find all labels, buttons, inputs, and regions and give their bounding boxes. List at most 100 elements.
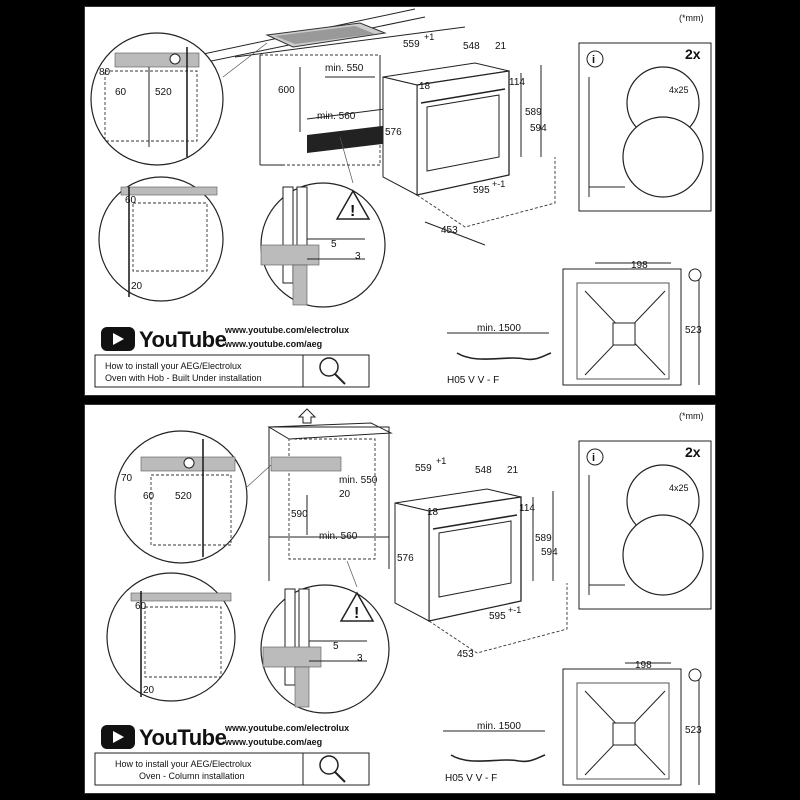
dim-height-594: 594	[541, 547, 558, 558]
dim-width-559-tol: +1	[424, 32, 434, 42]
dim-worktop-gap: 80	[99, 67, 111, 78]
dim-min-depth: min. 560	[317, 111, 356, 122]
dim-width-559-tol: +1	[436, 456, 446, 466]
dim-side-60: 60	[135, 601, 147, 612]
power-cable: min. 1500 H05 V V - F	[447, 323, 552, 386]
dim-top-18: 18	[427, 507, 439, 518]
up-arrow-icon	[297, 408, 317, 424]
cabinet-outline	[259, 54, 390, 166]
info-icon	[586, 50, 604, 68]
video-caption-line1: How to install your AEG/Electrolux	[115, 759, 252, 769]
dim-vent-523: 523	[685, 725, 702, 736]
youtube-url-electrolux[interactable]: www.youtube.com/electrolux	[224, 325, 349, 335]
dim-depth-548: 548	[475, 465, 492, 476]
dim-depth-520: 520	[155, 87, 172, 98]
oven-dims: 559 +1 548 21 18 114 576 589 594 595 +-1…	[397, 456, 568, 660]
detail-circle-warning: 5 3 !	[260, 182, 386, 308]
installation-diagram-built-under: (*mm) 600 min. 550 min. 560 80 60 520	[90, 8, 712, 388]
dim-cable-length: min. 1500	[477, 721, 521, 732]
youtube-wordmark: YouTube	[139, 725, 227, 750]
dim-cabinet-height: 600	[278, 85, 295, 96]
screw-size: 4x25	[669, 483, 689, 493]
dim-depth-453: 453	[457, 649, 474, 660]
detail-circle-side: 60 20	[106, 572, 236, 702]
cable-type: H05 V V - F	[445, 773, 497, 784]
dim-vent-198: 198	[635, 660, 652, 671]
dim-height-589: 589	[535, 533, 552, 544]
column-cabinet: 590 min. 550 20 min. 560	[267, 422, 393, 581]
dim-top-18: 18	[419, 81, 431, 92]
info-icon-label: i	[592, 452, 595, 464]
installation-panel-column: (*mm) 590 min. 550 20 min. 560 70 60 520…	[84, 404, 716, 794]
youtube-block: YouTube www.youtube.com/electrolux www.y…	[94, 723, 370, 786]
screw-size: 4x25	[669, 85, 689, 95]
cable-type: H05 V V - F	[447, 375, 499, 386]
dim-width-595: 595	[473, 185, 490, 196]
detail-circle-top: 70 60 520	[114, 430, 248, 564]
dim-cabinet-height: 590	[291, 509, 308, 520]
warning-icon	[339, 591, 375, 622]
dim-height-576: 576	[385, 127, 402, 138]
detail-circle-worktop: 80 60 520	[90, 32, 224, 166]
dim-panel-114: 114	[519, 503, 535, 514]
dim-side-20: 20	[143, 685, 155, 696]
info-icon-label: i	[592, 54, 595, 66]
video-caption-line1: How to install your AEG/Electrolux	[105, 361, 242, 371]
dim-gap-3: 3	[357, 653, 363, 664]
cabinet-dims: 600 min. 550 min. 560	[278, 63, 375, 132]
rear-vent-detail: 198 523	[562, 260, 702, 386]
search-icon[interactable]	[319, 755, 339, 775]
youtube-wordmark: YouTube	[139, 327, 227, 352]
dim-top-gap: 70	[121, 473, 133, 484]
dim-gap-3: 3	[355, 251, 361, 262]
unit-note: (*mm)	[679, 411, 704, 421]
screw-detail-box: i 2x 4x25	[578, 42, 712, 212]
dim-depth-520: 520	[175, 491, 192, 502]
quantity-label: 2x	[685, 444, 701, 460]
dim-gap-5: 5	[331, 239, 337, 250]
dim-vent-523: 523	[685, 325, 702, 336]
warning-mark: !	[350, 203, 355, 220]
dim-min-width: min. 550	[325, 63, 364, 74]
dim-left-offset: 60	[115, 87, 127, 98]
dim-panel-114: 114	[509, 77, 525, 88]
dim-depth-548: 548	[463, 41, 480, 52]
dim-cable-length: min. 1500	[477, 323, 521, 334]
dim-width-595: 595	[489, 611, 506, 622]
youtube-url-electrolux[interactable]: www.youtube.com/electrolux	[224, 723, 349, 733]
dim-side-20: 20	[131, 281, 143, 292]
youtube-url-aeg[interactable]: www.youtube.com/aeg	[224, 737, 322, 747]
video-caption-line2: Oven with Hob - Built Under installation	[105, 373, 262, 383]
dim-min-depth: min. 560	[319, 531, 358, 542]
info-icon	[586, 448, 604, 466]
dim-width-595-tol: +-1	[508, 605, 521, 615]
dim-gap-20: 20	[339, 489, 351, 500]
dim-depth-453: 453	[441, 225, 458, 236]
warning-mark: !	[354, 605, 359, 622]
detail-circle-warning: 5 3 !	[260, 584, 390, 714]
youtube-url-aeg[interactable]: www.youtube.com/aeg	[224, 339, 322, 349]
power-cable: min. 1500 H05 V V - F	[443, 721, 546, 784]
dim-height-589: 589	[525, 107, 542, 118]
dim-min-width: min. 550	[339, 475, 378, 486]
warning-icon	[335, 189, 371, 220]
hob	[265, 22, 387, 48]
screw-detail-box: i 2x 4x25	[578, 440, 712, 610]
youtube-block: YouTube www.youtube.com/electrolux www.y…	[94, 325, 370, 388]
oven-drawing	[394, 488, 522, 622]
quantity-label: 2x	[685, 46, 701, 62]
dim-left-offset: 60	[143, 491, 155, 502]
dim-height-594: 594	[530, 123, 547, 134]
dim-width-559: 559	[403, 39, 420, 50]
oven-dims: 559 +1 548 21 18 114 576 589 594 595 +-1…	[385, 32, 556, 246]
dim-height-576: 576	[397, 553, 414, 564]
dim-width-559: 559	[415, 463, 432, 474]
unit-note: (*mm)	[679, 13, 704, 23]
dim-width-595-tol: +-1	[492, 179, 505, 189]
oven-drawing	[382, 62, 510, 196]
search-icon[interactable]	[319, 357, 339, 377]
detail-circle-side: 60 20	[98, 176, 224, 302]
rear-vent-detail: 198 523	[562, 660, 702, 786]
dim-front-21: 21	[507, 465, 519, 476]
dim-gap-5: 5	[333, 641, 339, 652]
